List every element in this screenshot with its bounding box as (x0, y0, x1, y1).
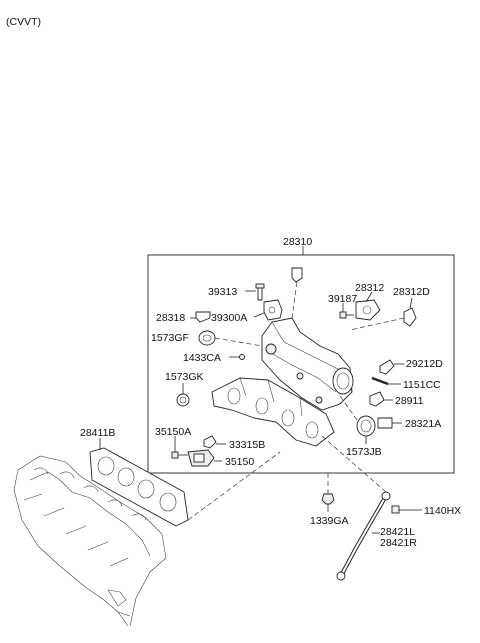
part-label-35150A: 35150A (155, 426, 191, 438)
part-28321A (377, 417, 402, 429)
variant-label: (CVVT) (6, 16, 41, 28)
part-label-28411B: 28411B (80, 427, 115, 439)
part-1151CC (371, 376, 389, 386)
part-label-1573JB: 1573JB (346, 446, 382, 458)
part-label-1140HX: 1140HX (424, 505, 461, 517)
part-label-1339GA: 1339GA (310, 515, 349, 527)
part-label-28318: 28318 (156, 312, 185, 324)
part-28318 (195, 311, 211, 323)
part-35150 (187, 449, 215, 467)
part-28911 (369, 391, 385, 407)
part-label-1573GF: 1573GF (151, 332, 189, 344)
part-label-39313: 39313 (208, 286, 237, 298)
part-label-1573GK: 1573GK (165, 371, 204, 383)
part-39187 (339, 311, 354, 319)
part-label-28312: 28312 (355, 282, 384, 294)
assembly-frame (147, 254, 455, 474)
part-label-1433CA: 1433CA (183, 352, 221, 364)
part-1573GK (176, 393, 190, 407)
part-label-29212D: 29212D (406, 358, 443, 370)
part-28312 (355, 299, 381, 321)
part-39300A (263, 299, 283, 321)
part-label-28911: 28911 (395, 395, 424, 407)
part-label-39187: 39187 (328, 293, 357, 305)
part-28421-stay (336, 491, 391, 581)
part-1140HX (391, 505, 410, 514)
part-1573GF (198, 330, 216, 346)
part-label-28421L: 28421L (380, 526, 415, 538)
part-35150A (171, 451, 188, 459)
part-28312D (403, 307, 417, 327)
part-label-28312D: 28312D (393, 286, 430, 298)
part-label-1151CC: 1151CC (403, 379, 441, 391)
cylinder-head (13, 455, 167, 627)
part-label-35150: 35150 (225, 456, 254, 468)
part-label-28310: 28310 (283, 236, 312, 248)
part-1573JB (356, 415, 376, 437)
part-39313 (255, 283, 265, 301)
part-label-28321A: 28321A (405, 418, 441, 430)
part-label-28421R: 28421R (380, 537, 417, 549)
intake-manifold (211, 317, 354, 447)
part-label-39300A: 39300A (211, 312, 247, 324)
part-33315B (203, 435, 217, 449)
part-1339GA (321, 493, 335, 505)
part-28411B-gasket (89, 447, 189, 527)
part-29212D (379, 359, 395, 375)
part-label-33315B: 33315B (229, 439, 265, 451)
part-1433CA (239, 354, 245, 360)
part-top-sensor (291, 267, 303, 283)
